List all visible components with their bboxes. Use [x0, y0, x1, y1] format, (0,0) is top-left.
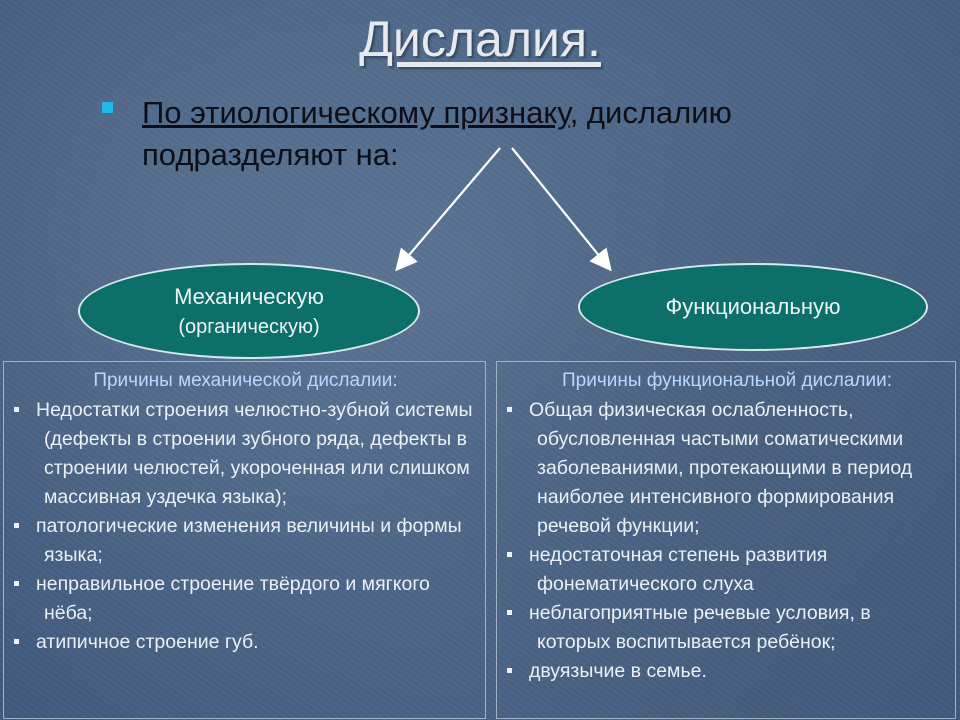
arrow-left: [395, 147, 501, 272]
functional-ellipse: Функциональную: [578, 263, 928, 351]
list-item: двуязычие в семье.: [505, 657, 949, 686]
subtitle-text: По этиологическому признаку, дислалию по…: [142, 92, 902, 176]
functional-causes-list: Общая физическая ослабленность, обусловл…: [505, 396, 949, 686]
slide-title: Дислалия.: [359, 11, 601, 67]
arrow-right: [511, 147, 612, 272]
list-item: Общая физическая ослабленность, обусловл…: [505, 396, 949, 541]
bullet-icon: [14, 639, 19, 644]
functional-causes-panel: Причины функциональной дислалии: Общая ф…: [496, 361, 956, 719]
list-item: атипичное строение губ.: [12, 628, 479, 657]
bullet-icon: [507, 610, 512, 615]
square-bullet-icon: [102, 102, 113, 113]
subtitle-rest: , дислалию: [569, 95, 732, 130]
bullet-icon: [14, 407, 19, 412]
list-item: Недостатки строения челюстно-зубной сист…: [12, 396, 479, 512]
list-item: неправильное строение твёрдого и мягкого…: [12, 570, 479, 628]
mechanical-ellipse: Механическую (органическую): [78, 263, 420, 359]
subtitle-underlined: По этиологическому признаку: [142, 95, 570, 130]
list-item: недостаточная степень развития фонематич…: [505, 541, 949, 599]
bullet-icon: [507, 552, 512, 557]
mechanical-label: Механическую: [174, 283, 324, 309]
mechanical-causes-title: Причины механической дислалии:: [93, 370, 398, 391]
bullet-icon: [14, 523, 19, 528]
bullet-icon: [14, 581, 19, 586]
list-item: неблагоприятные речевые условия, в котор…: [505, 599, 949, 657]
list-item: патологические изменения величины и форм…: [12, 512, 479, 570]
functional-label: Функциональную: [665, 294, 841, 319]
bullet-icon: [507, 668, 512, 673]
mechanical-sublabel: (органическую): [178, 315, 320, 338]
bullet-icon: [507, 407, 512, 412]
mechanical-causes-list: Недостатки строения челюстно-зубной сист…: [12, 396, 479, 657]
subtitle-line2: подразделяют на:: [142, 137, 399, 172]
mechanical-causes-panel: Причины механической дислалии: Недостатк…: [3, 361, 486, 719]
functional-causes-title: Причины функциональной дислалии:: [561, 370, 892, 391]
